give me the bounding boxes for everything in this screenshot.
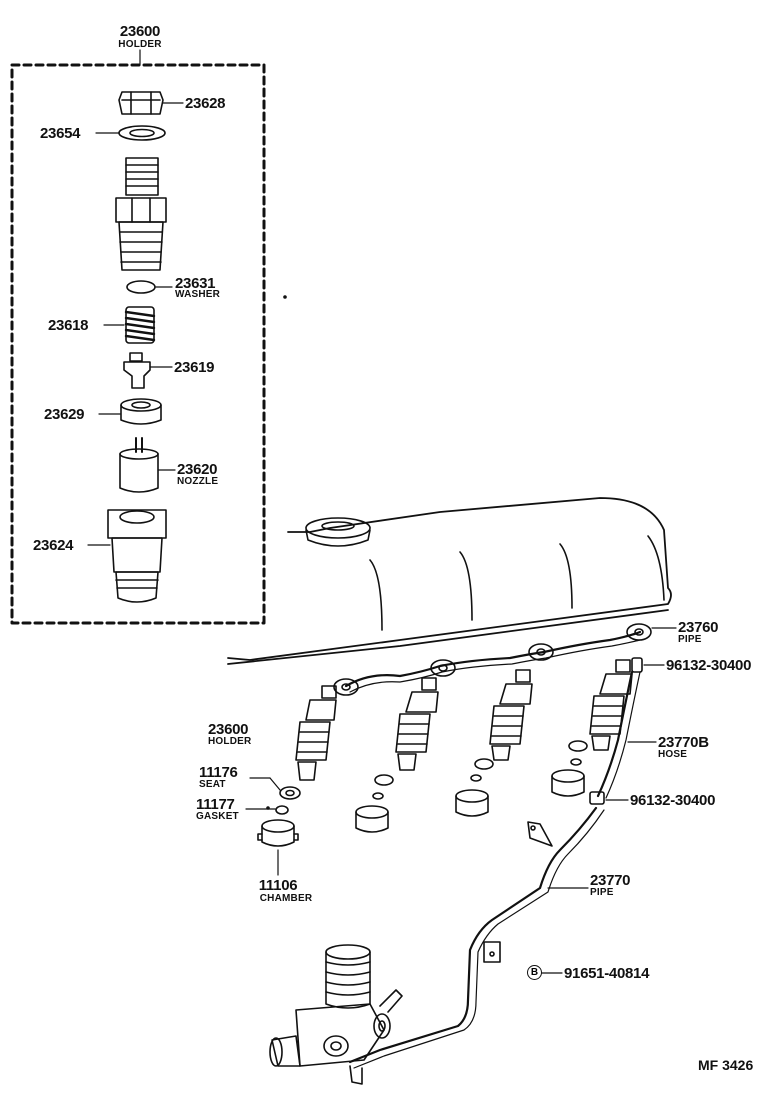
- label-96132-30400-lower: 96132-30400: [630, 792, 716, 809]
- label-23654: 23654: [40, 125, 81, 142]
- label-23770-number: 23770: [590, 872, 631, 889]
- washer-23654: [95, 125, 166, 141]
- label-11106-name: CHAMBER: [259, 893, 313, 904]
- label-11106-number: 11106: [258, 877, 298, 894]
- label-23770-name: PIPE: [590, 887, 614, 898]
- chamber-4: [551, 769, 585, 797]
- bolt-marker-icon: B: [527, 965, 542, 980]
- label-23760-name: PIPE: [678, 634, 702, 645]
- pin-23619: [123, 352, 173, 389]
- label-96132-30400-upper: 96132-30400: [666, 657, 752, 674]
- chamber-11106: [257, 819, 299, 876]
- oil-filler-cap: [305, 517, 371, 547]
- gasket-11177: [245, 805, 289, 815]
- nut-23628: [118, 91, 184, 115]
- nut-23624: [87, 509, 167, 603]
- label-11177-name: GASKET: [196, 811, 239, 822]
- label-23770b-number: 23770B: [658, 734, 709, 751]
- washer-23631: [126, 280, 173, 294]
- label-23628: 23628: [185, 95, 226, 112]
- diagram-code: MF 3426: [698, 1057, 754, 1073]
- seat-4: [568, 740, 588, 766]
- label-23619: 23619: [174, 359, 215, 376]
- label-23631-number: 23631: [175, 275, 216, 292]
- leak-off-pipe-23760: [333, 623, 677, 696]
- hose-23770b: [596, 670, 657, 799]
- holder-dashed-box: [10, 49, 266, 625]
- clip-lower: [589, 791, 629, 805]
- chamber-2: [355, 805, 389, 833]
- label-23620-number: 23620: [177, 461, 218, 478]
- seat-2: [372, 774, 394, 800]
- label-91651-40814: 91651-40814: [564, 965, 650, 982]
- injector-3: [489, 669, 533, 761]
- nozzle-23620: [119, 437, 176, 493]
- label-23600-lower-number: 23600: [208, 721, 249, 738]
- label-23600-top-name: HOLDER: [118, 39, 162, 50]
- pipe-23770: [348, 806, 605, 1069]
- chamber-3: [455, 789, 489, 817]
- label-23624: 23624: [33, 537, 74, 554]
- label-11176-name: SEAT: [199, 779, 226, 790]
- fuel-pump: [269, 944, 403, 1085]
- injector-2: [395, 677, 439, 771]
- label-23760-number: 23760: [678, 619, 719, 636]
- label-11177-number: 11177: [196, 796, 235, 813]
- label-23600-lower-name: HOLDER: [208, 736, 252, 747]
- spring-23618: [103, 306, 156, 344]
- label-23770b-name: HOSE: [658, 749, 688, 760]
- engine-head-cover: [227, 497, 672, 665]
- label-23631-name: WASHER: [175, 289, 221, 300]
- seat-3: [470, 758, 494, 782]
- label-23620-name: NOZZLE: [177, 476, 219, 487]
- spacer-23629: [98, 398, 162, 425]
- label-23629: 23629: [44, 406, 85, 423]
- clip-upper: [631, 657, 665, 673]
- holder-body: [115, 157, 167, 271]
- label-23618: 23618: [48, 317, 89, 334]
- label-11176-number: 11176: [199, 764, 238, 781]
- label-23600-top-number: 23600: [119, 23, 161, 40]
- seat-11176: [249, 777, 301, 800]
- injector-1: [295, 685, 337, 781]
